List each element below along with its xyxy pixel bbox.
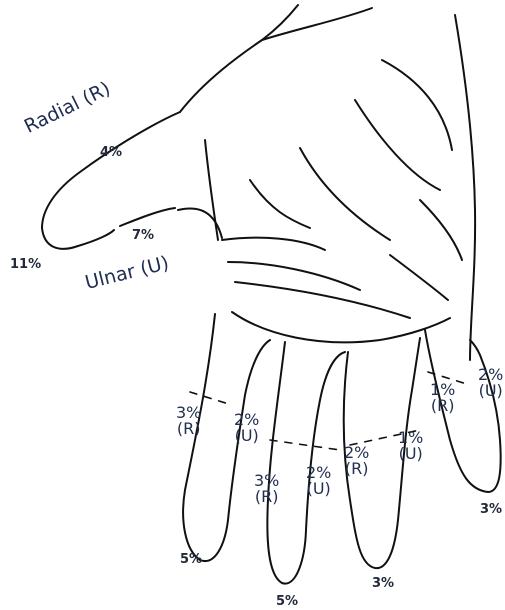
crease-1 bbox=[222, 238, 325, 250]
index-radial-label: 3% (R) bbox=[176, 405, 201, 437]
ring-radial-side: (R) bbox=[344, 461, 369, 477]
little-ulnar-side: (U) bbox=[478, 383, 503, 399]
middle-tip-pct: 5% bbox=[276, 595, 298, 608]
flexion-dash-line bbox=[270, 440, 340, 450]
crease-4 bbox=[300, 148, 390, 240]
index-radial-side: (R) bbox=[176, 421, 201, 437]
ring-ulnar-side: (U) bbox=[398, 446, 423, 462]
wrist-edge-left bbox=[180, 5, 298, 112]
crease-9 bbox=[390, 255, 448, 300]
thumb-outline bbox=[42, 112, 180, 249]
middle-ulnar-label: 2% (U) bbox=[306, 465, 331, 497]
index-ulnar-label: 2% (U) bbox=[234, 412, 259, 444]
little-radial-side: (R) bbox=[430, 398, 455, 414]
little-tip-pct: 3% bbox=[480, 503, 502, 516]
thumb-tip-pct: 11% bbox=[10, 258, 41, 271]
middle-radial-label: 3% (R) bbox=[254, 473, 279, 505]
little-ulnar-label: 2% (U) bbox=[478, 367, 503, 399]
crease-3 bbox=[235, 282, 410, 318]
palm-base-arc bbox=[232, 312, 450, 342]
ring-radial-label: 2% (R) bbox=[344, 445, 369, 477]
thumb-ulnar-pct: 7% bbox=[132, 229, 154, 242]
index-tip-pct: 5% bbox=[180, 553, 202, 566]
palm-edge-right bbox=[455, 15, 475, 360]
crease-5 bbox=[355, 100, 440, 190]
crease-7 bbox=[382, 60, 452, 150]
index-ulnar-side: (U) bbox=[234, 428, 259, 444]
ring-tip-pct: 3% bbox=[372, 577, 394, 590]
middle-radial-side: (R) bbox=[254, 489, 279, 505]
little-radial-label: 1% (R) bbox=[430, 382, 455, 414]
crease-10 bbox=[250, 180, 310, 228]
thumb-inner-edge bbox=[120, 208, 175, 226]
crease-8 bbox=[420, 200, 462, 260]
ring-ulnar-label: 1% (U) bbox=[398, 430, 423, 462]
palm-top-curve bbox=[262, 8, 372, 40]
crease-2 bbox=[228, 262, 360, 290]
middle-ulnar-side: (U) bbox=[306, 481, 331, 497]
thumb-radial-pct: 4% bbox=[100, 146, 122, 159]
crease-6 bbox=[205, 140, 218, 240]
